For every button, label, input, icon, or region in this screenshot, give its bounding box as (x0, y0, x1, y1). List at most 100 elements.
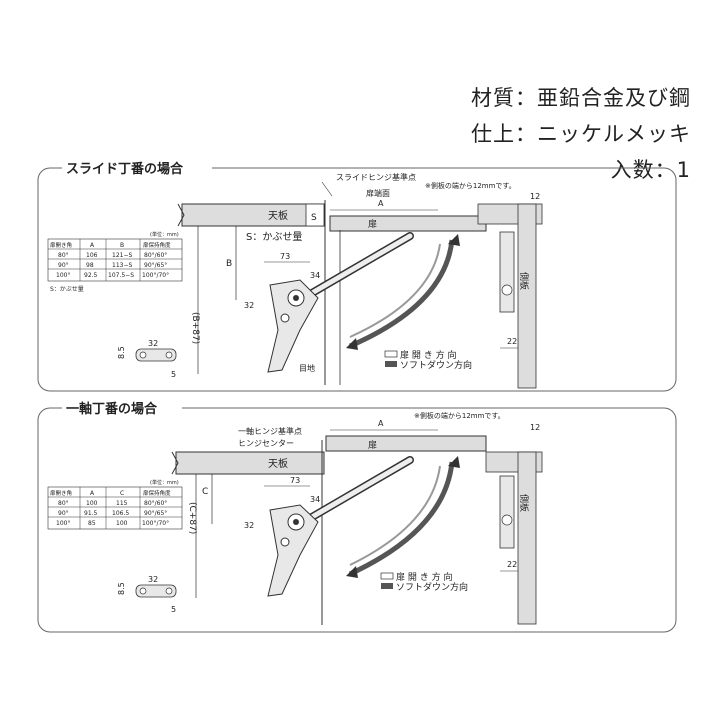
mejiri-label: 目地 (299, 363, 315, 373)
table-cell: 85 (88, 520, 96, 527)
table-note: S：かぶせ量 (50, 286, 84, 293)
side-note: ※側板の端から12mmです。 (414, 411, 505, 420)
legend-open: 扉 開 き 方 向 (396, 571, 452, 583)
door-label: 扉 (368, 218, 377, 230)
material-spec: 材質：亜鉛合金及び鋼 (471, 86, 691, 110)
table-cell: 98 (86, 262, 94, 269)
hinge-center-label: ヒンジセンター (238, 439, 294, 448)
table-cell: 107.5−S (108, 272, 134, 279)
dim-a: A (378, 419, 384, 428)
dim-32v: 32 (244, 301, 254, 310)
table-cell: 80° (58, 252, 69, 259)
side-board-label: 側板 (518, 272, 530, 290)
th-1: A (90, 242, 95, 249)
dim-73: 73 (290, 476, 300, 485)
table-cell: 90° (58, 510, 69, 517)
table-unit: (単位：mm) (150, 231, 179, 238)
side-board-label: 側板 (518, 494, 530, 512)
table-cell: 90°/65° (144, 262, 167, 269)
door-label: 扉 (368, 439, 377, 451)
s-label: S (311, 213, 317, 223)
door-open-arc (349, 465, 441, 566)
dim-b: B (226, 259, 232, 269)
th-2: B (120, 242, 124, 249)
th-3: 扉保持角度 (143, 489, 171, 497)
top-board (181, 203, 325, 227)
table-cell: 113−S (112, 262, 132, 269)
dim-5: 5 (171, 605, 176, 614)
table-cell: 92.5 (84, 272, 98, 279)
table-unit: (単位：mm) (150, 479, 179, 486)
panel-title: 一軸丁番の場合 (66, 401, 158, 417)
table-cell: 100° (56, 520, 70, 527)
table-cell: 115 (116, 500, 128, 507)
dim-85: 8.5 (117, 346, 126, 359)
slide-hinge-panel: スライド丁番の場合 天板 S 扉 スライドヒンジ基準点 扉端面 ※側板の端から1… (37, 160, 677, 392)
hinge-ref-label: スライドヒンジ基準点 (336, 172, 416, 182)
table-cell: 106 (86, 252, 98, 259)
top-board-label: 天板 (268, 457, 288, 470)
dim-12: 12 (530, 192, 540, 201)
dim-32h: 32 (148, 575, 158, 584)
dim-b87: (B+87) (190, 312, 200, 344)
top-board-label: 天板 (268, 209, 288, 222)
dim-34: 34 (310, 495, 320, 504)
top-board (175, 451, 325, 475)
finish-spec: 仕上：ニッケルメッキ (471, 122, 691, 146)
dim-22: 22 (507, 337, 517, 346)
dim-12: 12 (530, 423, 540, 432)
side-board (517, 451, 537, 625)
door-open-arc (349, 243, 441, 338)
dim-73: 73 (280, 252, 290, 261)
door (325, 435, 487, 452)
hinge-body (267, 504, 319, 597)
legend-soft: ソフトダウン方向 (396, 581, 468, 593)
dim-34: 34 (310, 271, 320, 280)
dim-32v: 32 (244, 521, 254, 530)
th-0: 扉開き角 (50, 241, 72, 249)
hinge-body (267, 279, 319, 373)
mount-plate (135, 584, 177, 598)
table-cell: 90° (58, 262, 69, 269)
dim-a: A (378, 199, 384, 208)
table-cell: 100 (116, 520, 128, 527)
soft-down-arc (349, 239, 455, 349)
panel-title: スライド丁番の場合 (66, 161, 184, 177)
hinge-ref-label: 一軸ヒンジ基準点 (238, 426, 302, 436)
table-cell: 80°/60° (144, 500, 167, 507)
table-cell: 100 (86, 500, 98, 507)
side-board (517, 203, 537, 389)
table-cell: 100°/70° (142, 272, 169, 279)
spec-table: 扉開き角 A B 扉保持角度 80° 106 121−S 80°/60° 90°… (47, 238, 183, 282)
spec-table: 扉開き角 A C 扉保持角度 80° 100 115 80°/60° 90° 9… (47, 486, 183, 530)
table-cell: 100°/70° (142, 520, 169, 527)
quantity-spec: 入数：1 (610, 158, 691, 182)
table-cell: 90°/65° (144, 510, 167, 517)
table-cell: 121−S (112, 252, 132, 259)
mount-plate (135, 348, 177, 362)
table-cell: 100° (56, 272, 70, 279)
side-note: ※側板の端から12mmです。 (425, 181, 516, 190)
table-cell: 106.5 (112, 510, 129, 517)
th-2: C (120, 490, 124, 497)
th-0: 扉開き角 (50, 489, 72, 497)
dim-85: 8.5 (117, 582, 126, 595)
side-hinge (499, 231, 515, 313)
soft-down-arc (348, 461, 455, 577)
dim-c: C (202, 487, 208, 497)
table-cell: 91.5 (84, 510, 98, 517)
legend-soft: ソフトダウン方向 (400, 359, 472, 371)
door-face-label: 扉端面 (366, 188, 390, 198)
door (329, 215, 487, 232)
table-cell: 80°/60° (144, 252, 167, 259)
single-axis-hinge-panel: 一軸丁番の場合 天板 扉 一軸ヒンジ基準点 ヒンジセンター ※側板の端から12m… (37, 400, 677, 633)
dim-22: 22 (507, 560, 517, 569)
break-mark (177, 203, 185, 227)
panel-frame (37, 167, 677, 392)
s-note: S：かぶせ量 (246, 231, 302, 243)
th-1: A (90, 490, 95, 497)
dim-32h: 32 (148, 339, 158, 348)
dim-5: 5 (171, 370, 176, 379)
th-3: 扉保持角度 (143, 241, 171, 249)
